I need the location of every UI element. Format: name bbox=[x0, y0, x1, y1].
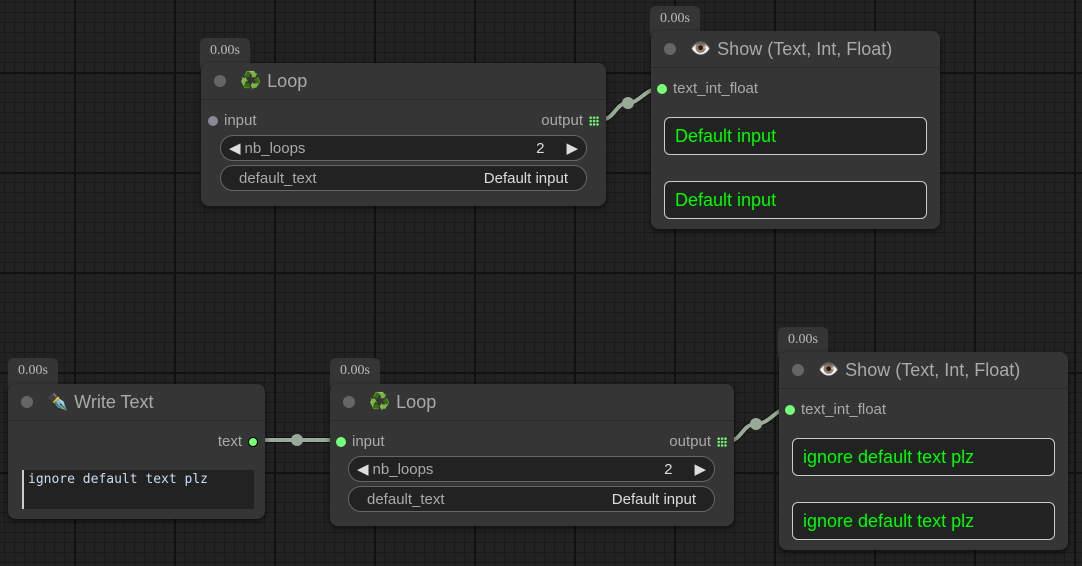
slot-label: input bbox=[224, 112, 257, 129]
link-center-dot[interactable] bbox=[622, 97, 634, 109]
increment-arrow-icon[interactable]: ▶ bbox=[694, 461, 706, 478]
slot-dot-icon[interactable] bbox=[657, 83, 667, 94]
slot-dot-icon[interactable] bbox=[785, 404, 795, 415]
link-center-dot[interactable] bbox=[750, 418, 762, 430]
text-input[interactable]: ignore default text plz bbox=[22, 470, 254, 509]
input-slot[interactable]: text_int_float bbox=[785, 401, 886, 418]
collapse-dot-icon[interactable] bbox=[21, 396, 33, 408]
loop-node[interactable]: ♻️ Loop input output ◀nb_loops 2 ▶ default_… bbox=[330, 384, 734, 526]
default-text-field[interactable]: default_text Default input bbox=[220, 165, 587, 191]
link-center-dot[interactable] bbox=[291, 434, 303, 446]
list-grid-icon[interactable] bbox=[717, 436, 727, 447]
execution-time-badge: 0.00s bbox=[8, 358, 58, 388]
widget-label: nb_loops bbox=[244, 139, 306, 157]
output-text-box[interactable]: Default input bbox=[664, 181, 927, 219]
loop-node[interactable]: ♻️ Loop input output ◀nb_loops 2 ▶ default_… bbox=[201, 63, 606, 206]
execution-time-badge: 0.00s bbox=[330, 358, 380, 388]
node-header[interactable]: 👁️ Show (Text, Int, Float) bbox=[651, 31, 940, 68]
pen-icon: ✒️ bbox=[47, 392, 69, 411]
output-text-box[interactable]: Default input bbox=[664, 117, 927, 155]
collapse-dot-icon[interactable] bbox=[214, 75, 226, 87]
collapse-dot-icon[interactable] bbox=[792, 364, 804, 376]
node-header[interactable]: 👁️ Show (Text, Int, Float) bbox=[779, 352, 1068, 389]
increment-arrow-icon[interactable]: ▶ bbox=[566, 140, 578, 157]
widget-value: Default input bbox=[483, 169, 568, 187]
recycle-icon: ♻️ bbox=[369, 392, 391, 411]
output-text-box[interactable]: ignore default text plz bbox=[792, 502, 1055, 540]
widget-value: 2 bbox=[664, 460, 673, 478]
input-slot[interactable]: text_int_float bbox=[657, 80, 758, 97]
slot-label: output bbox=[669, 433, 711, 450]
output-slot[interactable]: text bbox=[218, 433, 258, 450]
node-title: Write Text bbox=[74, 391, 154, 412]
list-grid-icon[interactable] bbox=[589, 115, 599, 126]
node-title: Show (Text, Int, Float) bbox=[845, 359, 1021, 380]
decrement-arrow-icon[interactable]: ◀ bbox=[229, 140, 241, 157]
widget-label: nb_loops bbox=[372, 460, 434, 478]
slot-label: text_int_float bbox=[673, 80, 759, 97]
node-title: Loop bbox=[267, 70, 308, 91]
output-slot[interactable]: output bbox=[669, 433, 727, 450]
widget-label: default_text bbox=[239, 169, 317, 187]
input-slot[interactable]: input bbox=[336, 433, 385, 450]
collapse-dot-icon[interactable] bbox=[664, 43, 676, 55]
slot-dot-icon[interactable] bbox=[336, 436, 346, 447]
slot-label: text_int_float bbox=[801, 401, 887, 418]
slot-label: input bbox=[352, 433, 385, 450]
slot-label: output bbox=[541, 112, 583, 129]
widget-label: default_text bbox=[367, 490, 445, 508]
output-slot[interactable]: output bbox=[541, 112, 599, 129]
show-node[interactable]: 👁️ Show (Text, Int, Float) text_int_float… bbox=[651, 31, 940, 229]
nb-loops-stepper[interactable]: ◀nb_loops 2 ▶ bbox=[220, 135, 587, 161]
write-text-node[interactable]: ✒️ Write Text text ignore default text pl… bbox=[8, 384, 265, 519]
collapse-dot-icon[interactable] bbox=[343, 396, 355, 408]
eye-icon: 👁️ bbox=[818, 360, 840, 379]
show-node[interactable]: 👁️ Show (Text, Int, Float) text_int_float… bbox=[779, 352, 1068, 550]
widget-value: 2 bbox=[536, 139, 545, 157]
input-slot[interactable]: input bbox=[208, 112, 257, 129]
widget-value: Default input bbox=[611, 490, 696, 508]
node-title: Loop bbox=[396, 391, 437, 412]
node-header[interactable]: ♻️ Loop bbox=[330, 384, 734, 421]
node-title: Show (Text, Int, Float) bbox=[717, 38, 893, 59]
recycle-icon: ♻️ bbox=[240, 71, 262, 90]
decrement-arrow-icon[interactable]: ◀ bbox=[357, 461, 369, 478]
slot-dot-icon[interactable] bbox=[208, 115, 218, 126]
eye-icon: 👁️ bbox=[690, 39, 712, 58]
output-text-box[interactable]: ignore default text plz bbox=[792, 438, 1055, 476]
nb-loops-stepper[interactable]: ◀nb_loops 2 ▶ bbox=[348, 456, 715, 482]
slot-dot-icon[interactable] bbox=[248, 436, 258, 447]
default-text-field[interactable]: default_text Default input bbox=[348, 486, 715, 512]
node-header[interactable]: ♻️ Loop bbox=[201, 63, 606, 100]
slot-label: text bbox=[217, 433, 242, 450]
node-header[interactable]: ✒️ Write Text bbox=[8, 384, 265, 421]
